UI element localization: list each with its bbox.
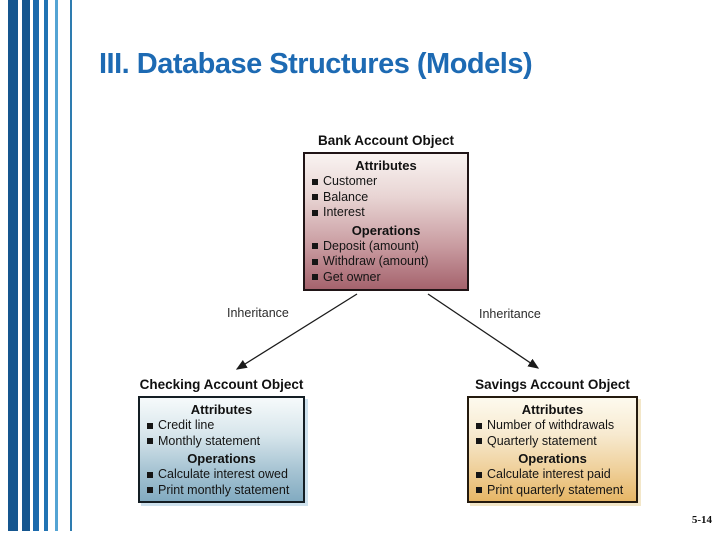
savings-account-object-card: Savings Account Object Attributes Number… (467, 377, 638, 503)
checking-operation-text: Calculate interest owed (158, 467, 288, 481)
checking-object-label: Checking Account Object (139, 377, 304, 392)
checking-attribute-text: Credit line (158, 418, 215, 432)
square-bullet-icon (476, 487, 482, 494)
slide-title: III. Database Structures (Models) (99, 48, 533, 80)
bank-operations-header: Operations (351, 222, 421, 238)
bank-account-object-card: Bank Account Object Attributes Customer … (303, 133, 469, 291)
checking-operation-item: Print monthly statement (140, 483, 303, 499)
square-bullet-icon (476, 422, 482, 429)
savings-attribute-item: Number of withdrawals (469, 418, 636, 434)
bank-attribute-item: Customer (305, 174, 467, 190)
bank-attributes-header: Attributes (355, 158, 417, 173)
checking-account-object-card: Checking Account Object Attributes Credi… (138, 377, 305, 503)
checking-operation-text: Print monthly statement (158, 482, 290, 497)
savings-attribute-text: Number of withdrawals (487, 418, 615, 432)
vertical-bar-2 (22, 0, 30, 531)
inheritance-label-left: Inheritance (227, 306, 289, 320)
checking-attribute-item: Monthly statement (140, 434, 303, 450)
savings-operation-text: Calculate interest paid (487, 467, 611, 481)
bank-operation-text: Deposit (amount) (323, 238, 419, 253)
bank-attribute-item: Balance (305, 190, 467, 206)
vertical-bar-1 (8, 0, 18, 531)
square-bullet-icon (147, 471, 153, 478)
savings-operation-text: Print quarterly statement (487, 482, 624, 497)
inheritance-label-right: Inheritance (479, 307, 541, 321)
savings-operations-header: Operations (518, 451, 587, 466)
checking-attribute-text: Monthly statement (158, 433, 261, 448)
bank-operation-item: Deposit (amount) (305, 239, 467, 255)
bank-object-box: Attributes Customer Balance Interest Ope… (303, 152, 469, 291)
bank-operation-item: Get owner (305, 270, 467, 286)
bank-operation-text: Withdraw (amount) (323, 254, 429, 268)
savings-attribute-text: Quarterly statement (487, 433, 597, 448)
square-bullet-icon (312, 194, 318, 201)
square-bullet-icon (476, 471, 482, 478)
square-bullet-icon (312, 178, 318, 185)
vertical-bar-6 (70, 0, 72, 531)
bank-operation-item: Withdraw (amount) (305, 254, 467, 270)
square-bullet-icon (312, 243, 318, 250)
square-bullet-icon (476, 438, 482, 445)
checking-operation-item: Calculate interest owed (140, 467, 303, 483)
bank-object-label: Bank Account Object (317, 133, 455, 148)
savings-object-box: Attributes Number of withdrawals Quarter… (467, 396, 638, 503)
vertical-bar-4 (44, 0, 48, 531)
savings-attributes-header: Attributes (521, 402, 584, 417)
bank-attribute-text: Interest (323, 205, 365, 219)
bank-attribute-item: Interest (305, 205, 467, 221)
bank-operation-text: Get owner (323, 269, 381, 284)
savings-attribute-item: Quarterly statement (469, 434, 636, 450)
vertical-bar-3 (33, 0, 39, 531)
square-bullet-icon (147, 438, 153, 445)
vertical-bar-5 (55, 0, 58, 531)
square-bullet-icon (312, 209, 318, 216)
square-bullet-icon (312, 258, 318, 265)
checking-operations-header: Operations (187, 451, 256, 466)
inheritance-arrow-right (427, 293, 540, 369)
checking-attributes-header: Attributes (190, 402, 253, 417)
square-bullet-icon (312, 274, 318, 281)
bank-attribute-text: Balance (323, 189, 369, 204)
page-number: 5-14 (691, 514, 712, 526)
savings-object-label: Savings Account Object (475, 377, 630, 392)
checking-object-box: Attributes Credit line Monthly statement… (138, 396, 305, 503)
savings-operation-item: Calculate interest paid (469, 467, 636, 483)
checking-attribute-item: Credit line (140, 418, 303, 434)
square-bullet-icon (147, 487, 153, 494)
bank-attribute-text: Customer (323, 174, 378, 188)
savings-operation-item: Print quarterly statement (469, 483, 636, 499)
square-bullet-icon (147, 422, 153, 429)
